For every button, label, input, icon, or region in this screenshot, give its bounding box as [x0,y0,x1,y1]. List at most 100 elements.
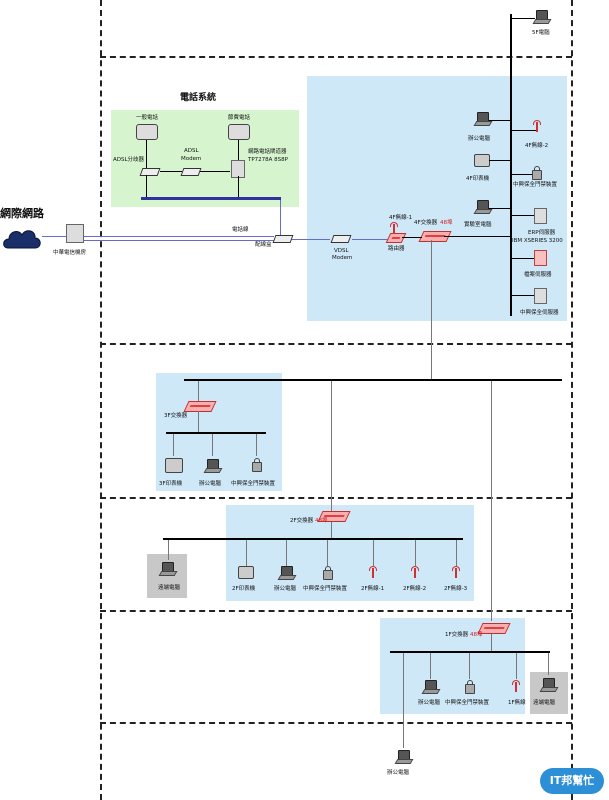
link [491,634,492,652]
lock-icon [252,458,262,472]
floor3-office-pc-label: 辦公電腦 [199,481,222,487]
floor3-bus [166,432,266,434]
floor3-printer-label: 3F印表機 [159,481,183,487]
floor4-file-server-label: 檔案伺服器 [524,272,552,278]
switch-to-backbone [444,236,510,237]
floor-divider [100,610,572,612]
pc-icon [203,459,223,473]
floor4-switch-ports: 48埠 [440,220,453,226]
trunk-line [84,240,276,241]
right-boundary [571,0,573,800]
floor1-switch-ports: 48埠 [470,632,483,638]
floor2-bus [163,538,463,540]
phone-wire [146,175,147,198]
trunk-line [84,236,274,237]
floor4-erp-label-2: IBM XSERIES 3200 [512,238,563,244]
link [331,522,332,539]
phone2-label: 節費電話 [228,115,251,121]
floor-divider [100,497,572,499]
pc-icon [277,566,297,580]
adsl-modem-label-2: Modem [181,156,202,162]
floor4-office-pc-label: 辦公電腦 [468,136,491,142]
link [415,540,416,566]
floor-divider [100,343,572,345]
vdsl-modem-icon [330,235,352,243]
vdsl-label-1: VDSL [334,248,349,254]
wireless-antenna-icon [411,566,419,578]
floor3-backbone [184,379,562,381]
link [212,434,213,456]
floor2-switch-label: 2F交換器 [290,518,314,524]
link [489,120,510,121]
printer-icon [238,566,254,579]
internet-cloud-icon [3,230,41,249]
link [327,540,328,566]
floor2-zone [226,505,474,601]
printer-icon [474,154,490,167]
floor-divider [100,722,572,724]
internet-label: 網際網路 [0,207,44,220]
watermark-logo: IT邦幫忙 [540,768,604,794]
lock-icon [465,680,475,694]
floor4-printer-label: 4F印表機 [466,176,490,182]
server-icon [534,288,547,304]
floor1-bus [390,651,550,653]
floor4-wireless1-label: 4F無線-1 [389,215,413,221]
riser-line [431,240,432,380]
phone1-label: 一般電話 [136,115,159,121]
lock-icon [532,166,542,180]
gateway-label-1: 網路電話閘道器 [248,149,287,155]
link [168,540,169,560]
phone-system-title: 電話系統 [180,93,217,103]
floor2-wireless2-label: 2F無線-2 [403,586,427,592]
link [489,160,510,161]
gateway-label-2: TP7278A 8S8P [248,157,288,163]
riser-line [403,653,404,748]
floor1-switch-label: 1F交換器 [445,632,469,638]
vdsl-to-router [352,239,388,240]
floor2-access-label: 中興保全門禁裝置 [303,586,348,592]
link [198,381,199,401]
printer-icon [165,458,183,473]
floor-divider [100,56,572,58]
floor1-remote-pc-label: 遠端電腦 [533,700,556,706]
wireless-antenna-icon [512,680,520,692]
floor5-pc-label: 5F電腦 [532,30,550,36]
link [430,653,431,679]
link [511,174,532,175]
adsl-splitter-label: ADSL分歧器 [113,157,145,163]
floor2-wireless1-label: 2F無線-1 [361,586,385,592]
link [173,434,174,456]
floor2-switch-ports: 48埠 [315,518,328,524]
floor2-wireless3-label: 2F無線-3 [444,586,468,592]
link [286,540,287,566]
wireless-antenna-icon [390,222,398,234]
adsl-modem-label-1: ADSL [184,148,199,154]
patch-box-label: 配線盒 [255,242,272,248]
phone-wire [200,171,230,172]
link [469,653,470,679]
link [511,130,536,131]
floor4-switch-label: 4F交換器 [414,220,438,226]
phone-bus [141,197,281,200]
floor3-access-label: 中興保全門禁裝置 [231,481,276,487]
floor2-remote-pc-label: 遠端電腦 [158,585,181,591]
floor4-zone [307,76,567,321]
server-icon [534,208,547,224]
floor2-office-pc-label: 辦公電腦 [274,586,297,592]
pc-icon [473,112,493,126]
adsl-modem-icon [180,168,202,176]
link [256,434,257,456]
link [489,208,510,209]
trunk-line [42,236,66,237]
floor1-office-pc-label: 辦公電腦 [418,700,441,706]
floor4-wireless2-label: 4F無線-2 [525,143,549,149]
pc-icon [473,200,493,214]
wireless-antenna-icon [452,566,460,578]
patch-to-vdsl [290,239,330,240]
vdsl-label-2: Modem [332,255,353,261]
link [198,411,199,433]
phone-wire [238,140,239,160]
floor4-erp-label-1: ERP伺服器 [528,230,556,236]
link [456,540,457,566]
